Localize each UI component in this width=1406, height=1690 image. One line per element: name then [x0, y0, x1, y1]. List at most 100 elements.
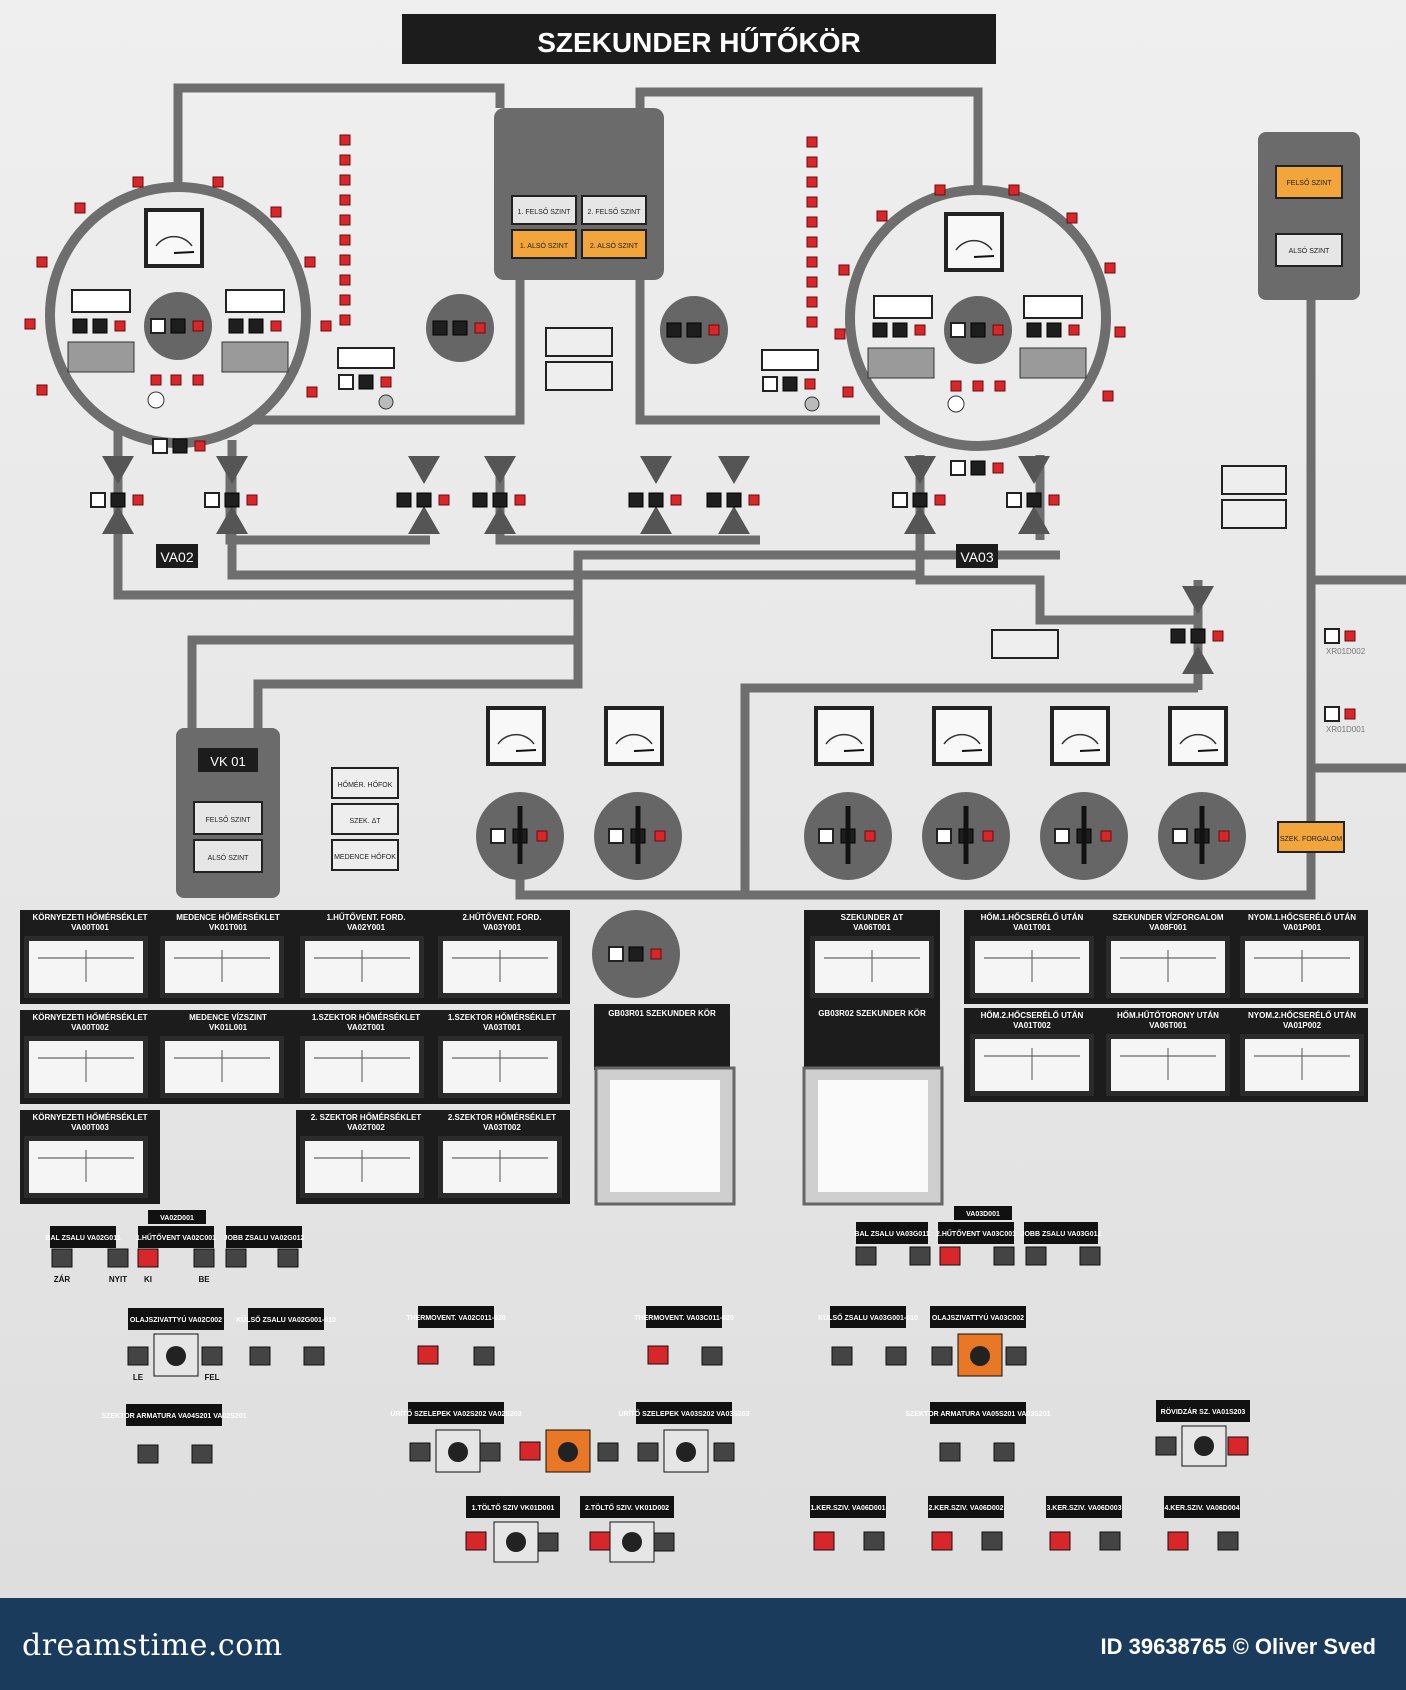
- right-ctrl-label-9: RÖVIDZÁR SZ. VA01S203: [1161, 1407, 1246, 1416]
- center-status-b: [545, 361, 613, 391]
- gauge-code-2: VK01T001: [209, 923, 248, 932]
- right-status-b: [1221, 499, 1287, 529]
- gauge-title-8: 1.SZEKTOR HŐMÉRSÉKLET: [448, 1013, 556, 1022]
- gauge-code-3: VA02Y001: [347, 923, 386, 932]
- center-btn-2-label: 2. FELSŐ SZINT: [588, 207, 642, 216]
- right-box-upper-button[interactable]: [1275, 165, 1343, 199]
- left-tank-button-a[interactable]: [67, 341, 135, 373]
- right-tank-gauge: [943, 211, 1005, 273]
- center-btn-4-label: 2. ALSÓ SZINT: [590, 241, 639, 250]
- gauge-code-11: VA03T002: [483, 1123, 521, 1132]
- vessel-label: VK 01: [210, 754, 245, 769]
- right-ctrl-label-7: ÜRÍTŐ SZELEPEK VA03S202 VA03S203: [618, 1409, 749, 1418]
- gauge-title-6: MEDENCE VÍZSZINT: [189, 1013, 267, 1022]
- gauge-code-5: VA00T002: [71, 1023, 109, 1032]
- recorder-1-title: GB03R01 SZEKUNDER KÖR: [608, 1009, 716, 1018]
- right-ctrl-label-3: JOBB ZSALU VA03G012: [1021, 1231, 1102, 1238]
- left-switches[interactable]: [51, 1248, 619, 1563]
- right-gauge-code-4: VA01P001: [1283, 923, 1322, 932]
- right-gauge-code-1: VA06T001: [853, 923, 891, 932]
- word-be-left: BE: [198, 1275, 210, 1284]
- fan-gauges: [485, 705, 1229, 767]
- right-gauge-code-7: VA01P002: [1283, 1021, 1322, 1030]
- recorder-2-title: GB03R02 SZEKUNDER KÖR: [818, 1009, 926, 1018]
- right-ctrl-label-1: BAL ZSALU VA03G011: [854, 1231, 929, 1238]
- left-ctrl-label-6: THERMOVENT. VA02C011-020: [406, 1315, 506, 1322]
- amber-status-label: SZEK. FORGALOM: [1280, 836, 1342, 843]
- right-ctrl-label-13: 3.KER.SZIV. VA06D003: [1046, 1505, 1121, 1512]
- right-level-indicator: [761, 349, 819, 371]
- right-group-code: VA03D001: [966, 1211, 1000, 1218]
- left-tank-indicator-a: [71, 289, 131, 313]
- word-le-left: LE: [133, 1373, 144, 1382]
- right-gauge-bank: [804, 910, 1368, 1102]
- right-gauge-code-2: VA01T001: [1013, 923, 1051, 932]
- word-ki-left: KI: [144, 1275, 152, 1284]
- right-gauge-title-1: SZEKUNDER ΔT: [841, 913, 904, 922]
- word-fel-left: FEL: [204, 1373, 219, 1382]
- left-ctrl-label-3: JOBB ZSALU VA02G012: [224, 1235, 305, 1242]
- right-gauge-code-6: VA06T001: [1149, 1021, 1187, 1030]
- right-gauge-title-7: NYOM.2.HŐCSERÉLŐ UTÁN: [1248, 1011, 1356, 1020]
- mid-status-1: HŐMÉR. HŐFOK: [338, 780, 393, 789]
- tank-label-va02-bg: [156, 544, 198, 568]
- panel-title: SZEKUNDER HŰTŐKÖR: [537, 27, 861, 58]
- watermark-text: dreamstime.com: [22, 1628, 283, 1663]
- center-level-buttons[interactable]: [511, 195, 647, 259]
- tag-xr01d002: XR01D002: [1326, 647, 1366, 656]
- control-panel: SZEKUNDER HŰTŐKÖR: [0, 0, 1406, 1598]
- mid-status-boxes: [331, 767, 399, 871]
- gauge-code-8: VA03T001: [483, 1023, 521, 1032]
- left-gauge-bank: [20, 910, 570, 1204]
- gauge-code-4: VA03Y001: [483, 923, 522, 932]
- chart-recorders: [594, 1004, 944, 1206]
- vessel-upper-button[interactable]: [193, 801, 263, 835]
- gauge-code-6: VK01L001: [209, 1023, 248, 1032]
- vessel-lower-button[interactable]: [193, 839, 263, 873]
- panel-diagram: SZEKUNDER HŰTŐKÖR: [20, 14, 1406, 1563]
- left-ctrl-label-9: 1.TÖLTŐ SZIV VK01D001: [472, 1503, 555, 1512]
- right-level-box: [1258, 132, 1360, 300]
- right-ctrl-label-10: 2.TÖLTŐ SZIV. VK01D002: [585, 1503, 669, 1512]
- gauge-code-7: VA02T001: [347, 1023, 385, 1032]
- left-level-indicator: [337, 347, 395, 369]
- left-control-labels: [50, 1210, 560, 1518]
- left-tank-white-lamp: [147, 391, 165, 409]
- left-group-code: VA02D001: [160, 1215, 194, 1222]
- right-tank-button-b[interactable]: [1019, 347, 1087, 379]
- right-tank-button-a[interactable]: [867, 347, 935, 379]
- amber-status-box: [1277, 821, 1345, 853]
- gauge-title-10: 2. SZEKTOR HŐMÉRSÉKLET: [311, 1113, 422, 1122]
- right-control-labels: [580, 1206, 1250, 1518]
- right-tank-indicator-a: [873, 295, 933, 319]
- left-level-column: [339, 134, 351, 326]
- gauge-title-7: 1.SZEKTOR HŐMÉRSÉKLET: [312, 1013, 420, 1022]
- left-ctrl-label-4: OLAJSZIVATTYÚ VA02C002: [130, 1315, 222, 1324]
- gauge-code-1: VA00T001: [71, 923, 109, 932]
- mid-status-3: MEDENCE HŐFOK: [334, 852, 396, 861]
- left-tank-indicator-b: [225, 289, 285, 313]
- left-ctrl-label-7: SZEKTOR ARMATURA VA04S201 VA02S201: [101, 1413, 246, 1420]
- left-tank-button-b[interactable]: [221, 341, 289, 373]
- flow-status-box: [991, 629, 1059, 659]
- right-gauge-code-5: VA01T002: [1013, 1021, 1051, 1030]
- fan-arrows: [517, 806, 1205, 864]
- word-nyit-left: NYIT: [109, 1275, 127, 1284]
- right-gauge-title-5: HŐM.2.HŐCSERÉLŐ UTÁN: [981, 1011, 1084, 1020]
- left-ctrl-label-1: BAL ZSALU VA02G011: [45, 1235, 120, 1242]
- watermark-footer: dreamstime.com ID 39638765 © Oliver Sved: [0, 1598, 1406, 1690]
- center-btn-3-label: 1. ALSÓ SZINT: [520, 241, 569, 250]
- valve-lamps: [90, 438, 1356, 722]
- gauge-title-3: 1.HŰTŐVENT. FORD.: [326, 913, 405, 922]
- gauge-title-1: KÖRNYEZETI HŐMÉRSÉKLET: [32, 913, 147, 922]
- tank-label-va03-bg: [956, 544, 998, 568]
- right-ctrl-label-2: 2.HŰTŐVENT VA03C001: [936, 1229, 1016, 1238]
- right-ctrl-label-12: 2.KER.SZIV. VA06D002: [928, 1505, 1003, 1512]
- right-gauge-code-3: VA08F001: [1149, 923, 1187, 932]
- mid-status-2: SZEK. ΔT: [349, 818, 381, 825]
- right-box-lower-label: ALSÓ SZINT: [1289, 246, 1331, 255]
- tag-xr01d001: XR01D001: [1326, 725, 1366, 734]
- right-switches[interactable]: [589, 1246, 1249, 1563]
- fan-selectors[interactable]: [476, 792, 1246, 880]
- right-box-lower-button[interactable]: [1275, 233, 1343, 267]
